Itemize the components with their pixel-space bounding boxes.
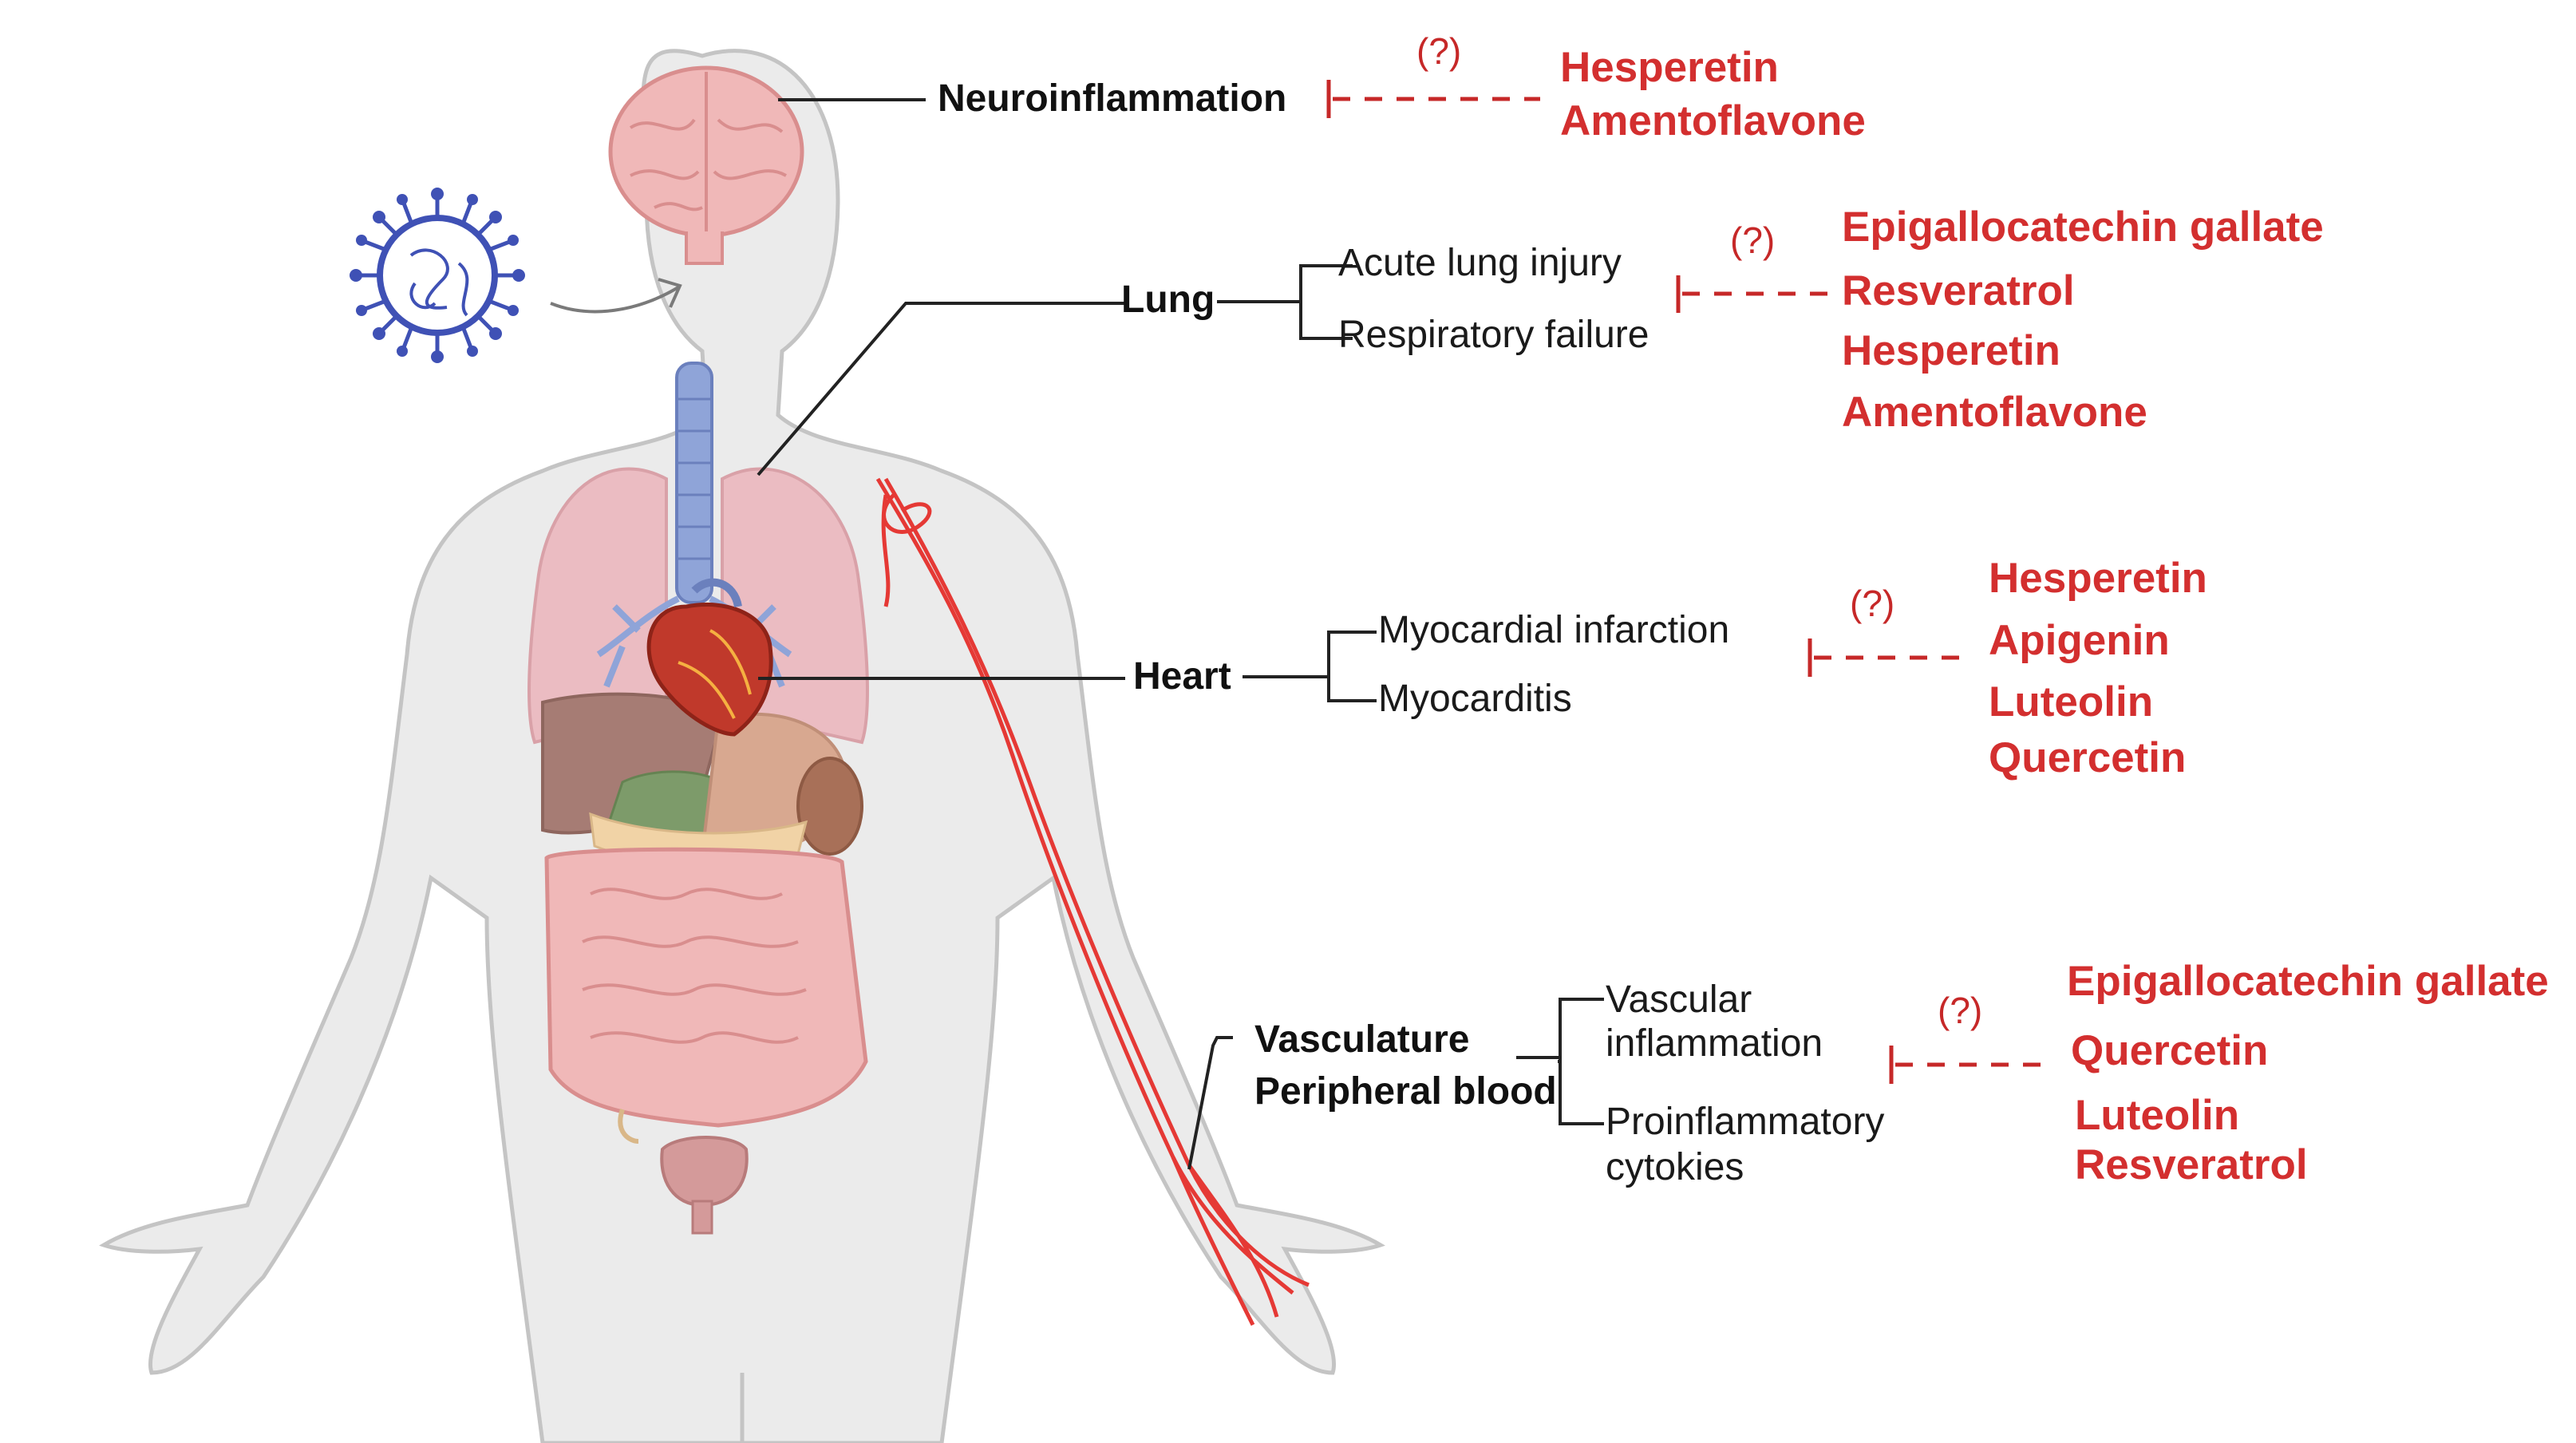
vasc-drug-luteolin: Luteolin xyxy=(2075,1092,2240,1139)
lung-label: Lung xyxy=(1121,279,1215,321)
vasc-drug-egcg: Epigallocatechin gallate xyxy=(2067,958,2549,1005)
bladder-icon xyxy=(660,1136,749,1235)
neuroinflammation-label: Neuroinflammation xyxy=(938,77,1287,120)
blood-vessel-icon xyxy=(875,477,1310,1326)
heart-drug-luteolin: Luteolin xyxy=(1989,678,2154,725)
neuro-drug-amentoflavone: Amentoflavone xyxy=(1560,97,1866,144)
lung-effect-respiratory-failure: Respiratory failure xyxy=(1338,314,1650,356)
heart-drug-hesperetin: Hesperetin xyxy=(1989,555,2207,602)
vasc-drug-resveratrol: Resveratrol xyxy=(2075,1141,2308,1188)
abdominal-organs xyxy=(541,692,863,867)
vasculature-label: Vasculature xyxy=(1254,1018,1470,1061)
neuro-question-mark: (?) xyxy=(1416,30,1462,72)
virus-icon xyxy=(350,188,525,363)
vasc-effect-vascular-line2: inflammation xyxy=(1606,1022,1823,1065)
heart-label: Heart xyxy=(1133,655,1231,698)
lung-drug-egcg: Epigallocatechin gallate xyxy=(1842,204,2324,251)
leader-lines xyxy=(757,98,1233,1170)
lung-drug-amentoflavone: Amentoflavone xyxy=(1842,389,2147,436)
trachea-icon xyxy=(675,362,713,604)
heart-effect-myocardial-infarction: Myocardial infarction xyxy=(1378,609,1730,651)
heart-drug-apigenin: Apigenin xyxy=(1989,617,2170,664)
heart-drug-quercetin: Quercetin xyxy=(1989,734,2187,781)
lungs-icon xyxy=(527,467,869,745)
virus-entry-arrow xyxy=(550,278,682,314)
intestines-icon xyxy=(544,847,868,1144)
inhibition-markers xyxy=(1326,80,2043,1084)
neuro-drug-hesperetin: Hesperetin xyxy=(1560,44,1779,91)
vasc-drug-quercetin: Quercetin xyxy=(2071,1027,2269,1074)
bracket-connectors xyxy=(1217,264,1604,1125)
vasc-effect-vascular-line1: Vascular xyxy=(1606,978,1752,1021)
vasc-effect-cytokines-line2: cytokies xyxy=(1606,1146,1744,1188)
vasc-question-mark: (?) xyxy=(1938,990,1983,1031)
lung-effect-acute-injury: Acute lung injury xyxy=(1338,242,1622,284)
lung-drug-resveratrol: Resveratrol xyxy=(1842,267,2075,314)
heart-icon xyxy=(646,578,773,737)
peripheral-blood-label: Peripheral blood xyxy=(1254,1070,1557,1113)
vasc-effect-cytokines-line1: Proinflammatory xyxy=(1606,1101,1885,1143)
heart-question-mark: (?) xyxy=(1850,583,1895,624)
brain-icon xyxy=(608,65,804,265)
heart-effect-myocarditis: Myocarditis xyxy=(1378,678,1572,720)
lung-drug-hesperetin: Hesperetin xyxy=(1842,327,2060,374)
lung-question-mark: (?) xyxy=(1730,219,1776,261)
